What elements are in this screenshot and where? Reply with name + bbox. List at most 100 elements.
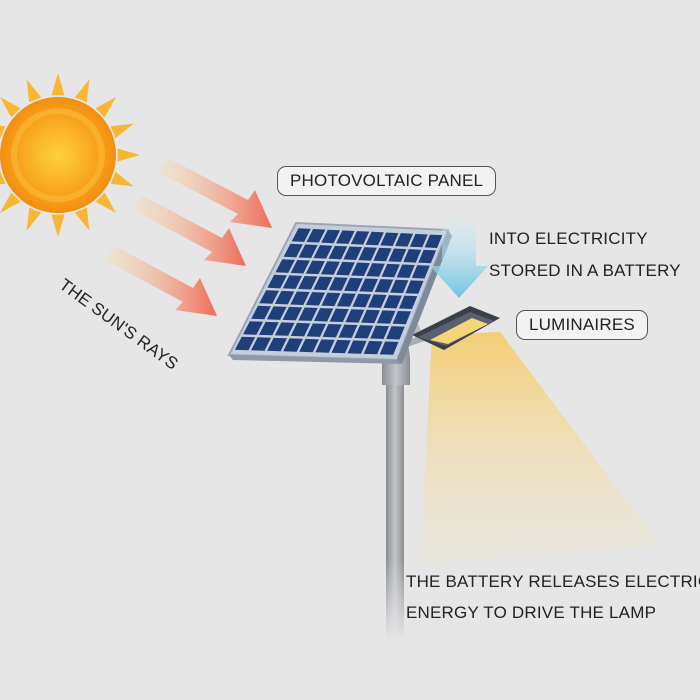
solar-cell [328, 245, 348, 260]
luminaires-label: LUMINAIRES [516, 310, 648, 340]
solar-cell [305, 292, 326, 306]
solar-cell [258, 321, 279, 336]
solar-cell [329, 308, 349, 323]
solar-cell [424, 234, 443, 248]
ray-arrow-icon [105, 158, 272, 316]
sun-icon [0, 73, 140, 237]
solar-cell [358, 247, 377, 261]
solar-cell [305, 260, 325, 275]
solar-cell [345, 309, 365, 323]
solar-cell [290, 259, 310, 274]
solar-cell [359, 278, 379, 292]
solar-cell [390, 279, 409, 294]
solar-cell [374, 279, 394, 293]
sun-ray [74, 207, 90, 231]
solar-cell [306, 323, 327, 337]
solar-cell [344, 277, 363, 292]
solar-cell [313, 245, 333, 259]
solar-cell [396, 264, 415, 278]
battery-release-text-line2: ENERGY TO DRIVE THE LAMP [406, 603, 657, 622]
sun-ray [95, 97, 116, 118]
solar-cell [283, 338, 303, 352]
sun-ray [51, 73, 65, 96]
solar-cell [381, 263, 400, 278]
sun-ray [117, 148, 140, 162]
solar-cell [266, 306, 287, 320]
solar-cell [361, 309, 380, 324]
solar-cell [315, 339, 335, 353]
solar-cell [275, 259, 295, 273]
solar-cell [328, 277, 348, 291]
solar-cell [409, 233, 428, 248]
solar-cell [298, 307, 318, 321]
into-electricity-text-line1: INTO ELECTRICITY [489, 229, 648, 248]
street-lamp-icon [380, 324, 428, 640]
solar-cell [313, 308, 334, 322]
sun-ray [26, 79, 42, 103]
solar-cell [274, 322, 295, 336]
sun-ray [0, 125, 6, 139]
luminaire-head [412, 306, 500, 350]
solar-cell [354, 325, 374, 339]
light-beam [420, 332, 660, 565]
sun-ray [51, 214, 65, 237]
solar-panel-cells [234, 228, 443, 355]
solar-cell [367, 294, 387, 308]
solar-cell [267, 274, 287, 289]
solar-cell [336, 261, 355, 276]
solar-cell [251, 337, 272, 351]
solar-cell [370, 325, 390, 339]
sun-ray [0, 192, 21, 213]
solar-cell [298, 244, 318, 259]
solar-cell [347, 340, 367, 354]
solar-cell [234, 336, 256, 351]
solar-cell [379, 341, 399, 355]
battery-release-text-line1: THE BATTERY RELEASES ELECTRICAL [406, 572, 700, 591]
solar-cell [298, 276, 318, 290]
solar-cell [403, 249, 422, 263]
solar-cell [418, 249, 437, 264]
solar-cell [251, 305, 272, 320]
solar-cell [398, 295, 418, 309]
solar-cell [366, 263, 385, 277]
solar-cell [313, 276, 333, 291]
solar-cell [365, 231, 384, 246]
solar-cell [411, 265, 430, 279]
solar-cell [322, 324, 342, 338]
sun-ray [110, 123, 134, 139]
sun-rays [0, 73, 140, 237]
solar-cell [306, 228, 326, 243]
sun-ray [26, 207, 42, 231]
solar-cell [283, 243, 303, 258]
solar-cell [320, 261, 340, 275]
sun-ray [0, 171, 6, 185]
sun-core [0, 97, 116, 213]
solar-cell [267, 337, 287, 352]
solar-cell [299, 338, 319, 353]
solar-cell [388, 248, 407, 262]
solar-cell [380, 232, 399, 246]
solar-cell [336, 293, 356, 307]
sun-ray [0, 97, 21, 118]
down-arrow-icon [430, 219, 488, 298]
solar-cell [259, 290, 279, 304]
into-electricity-text-line2: STORED IN A BATTERY [489, 261, 681, 280]
photovoltaic-panel-label: PHOTOVOLTAIC PANEL [277, 166, 497, 196]
solar-cell [243, 321, 264, 335]
solar-cell [405, 280, 424, 294]
solar-cell [336, 230, 355, 244]
solar-cell [351, 262, 370, 276]
solar-panel-icon [227, 221, 452, 364]
solar-cell [383, 295, 402, 309]
sun-ray [95, 192, 116, 213]
solar-cell [373, 247, 392, 262]
solar-cell [290, 322, 311, 337]
solar-cell [363, 340, 383, 355]
solar-cell [350, 231, 370, 245]
sun-ray [110, 171, 134, 187]
solar-cell [282, 306, 303, 321]
solar-cell [376, 310, 396, 324]
solar-cell [331, 339, 351, 354]
solar-cell [352, 293, 372, 308]
